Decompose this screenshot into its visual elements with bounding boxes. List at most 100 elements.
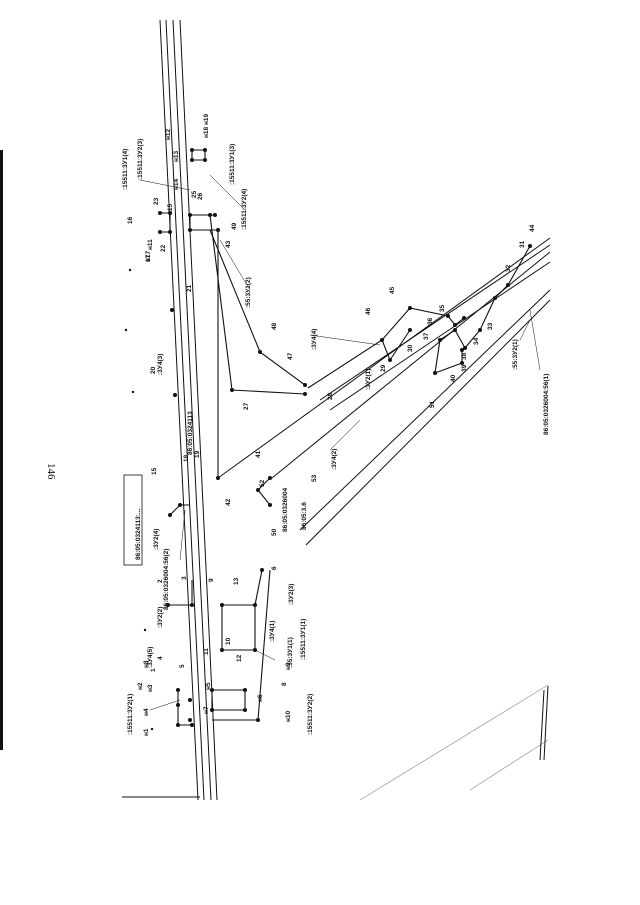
point-label: 4 <box>157 656 164 660</box>
cad-label-10: :55:3У2(1) <box>512 339 519 370</box>
point-label: н2 <box>137 682 144 690</box>
point-label: 51 <box>429 400 436 408</box>
cad-label-22: 86:05:0324113 <box>187 411 194 455</box>
point-label: 3 <box>181 576 188 580</box>
point-labels: н1 н2 н3 н4 н5 н6 н7 н8 н9 н10 н11 н12 н… <box>127 113 536 736</box>
point-label: 9 <box>208 578 215 582</box>
point-label: 37 <box>423 332 430 340</box>
point-label: н15 <box>167 203 174 215</box>
point-label: 20 <box>150 366 157 374</box>
point-label: 38 <box>461 352 468 360</box>
point-label: 44 <box>529 224 536 232</box>
point-label: 40 <box>450 374 457 382</box>
point-label: 29 <box>380 364 387 372</box>
survey-points <box>158 148 532 727</box>
point-label: 43 <box>225 240 232 248</box>
point-label: 5 <box>179 664 186 668</box>
cad-label-15: :3У4(5) <box>147 647 154 668</box>
point-label: 6 <box>271 566 278 570</box>
point-label: 17 <box>145 254 152 262</box>
point-label: н10 <box>285 710 292 722</box>
point-label: 47 <box>287 352 294 360</box>
point-label: н1 <box>143 728 150 736</box>
point-label: 31 <box>519 240 526 248</box>
point-label: н8 <box>143 660 150 668</box>
point-label: н18 <box>203 126 210 138</box>
cad-label-4: :15511:3У1(1) <box>300 619 307 660</box>
point-label: 2 <box>157 579 164 583</box>
cad-label-13: :3У4(3) <box>157 354 164 375</box>
point-label: н13 <box>173 150 180 162</box>
point-label: 45 <box>389 286 396 294</box>
cad-label-17: :3У2(2) <box>157 607 164 628</box>
point-label: 39 <box>461 364 468 372</box>
point-label: 36 <box>427 317 434 325</box>
point-label: н12 <box>165 128 172 140</box>
cad-label-16: :3У2(1) <box>365 369 372 390</box>
cad-label-25: 86:05:3.6 <box>301 502 308 530</box>
point-label: н14 <box>173 178 180 190</box>
leader-lines <box>139 174 541 711</box>
point-label: 10 <box>225 637 232 645</box>
point-label: 30 <box>407 344 414 352</box>
cad-label-9: :55:3У1(2) <box>245 277 252 308</box>
point-label: 50 <box>271 528 278 536</box>
margin-bar <box>0 150 3 750</box>
point-label: н9 <box>285 662 292 670</box>
cad-label-7: :15511:3У2(4) <box>241 189 248 230</box>
point-label: 33 <box>487 322 494 330</box>
building-outline <box>123 474 143 566</box>
point-label: 28 <box>327 392 334 400</box>
cad-label-2: :15511:3У2(2) <box>307 694 314 735</box>
cad-label-1: :15511:3У2(1) <box>127 694 134 735</box>
point-label: 13 <box>233 577 240 585</box>
point-label: н6 <box>257 694 264 702</box>
cad-label-8: :55:3У1(1) <box>287 637 294 668</box>
point-label: 48 <box>271 322 278 330</box>
point-label: 19 <box>194 450 201 458</box>
cad-label-23: 86:05:0326004:56(2) <box>163 549 170 610</box>
cad-label-20: 86:05:0326004 <box>282 488 289 532</box>
point-label: 34 <box>473 337 480 345</box>
point-label: н19 <box>203 113 210 125</box>
cad-label-24: 86:05:0324113:... <box>135 508 142 560</box>
page-number: 146 <box>45 463 57 480</box>
cad-label-18: :3У2(3) <box>288 584 295 605</box>
point-label: 35 <box>439 304 446 312</box>
point-label: 49 <box>231 222 238 230</box>
stray-dots <box>124 268 154 731</box>
boundaries <box>160 149 531 726</box>
point-label: н3 <box>147 684 154 692</box>
point-label: 25 <box>191 190 198 198</box>
cad-label-12: :3У4(2) <box>331 449 338 470</box>
point-label: 46 <box>365 307 372 315</box>
point-label: 27 <box>243 402 250 410</box>
point-label: н7 <box>203 706 210 714</box>
main-road <box>122 19 218 801</box>
cad-label-5: :15511:3У1(3) <box>229 144 236 185</box>
point-label: н11 <box>147 239 154 250</box>
point-label: н4 <box>143 708 150 716</box>
point-label: н5 <box>205 682 212 690</box>
cad-label-3: :15511:3У2(3) <box>137 139 144 180</box>
point-label: 8 <box>281 682 288 686</box>
diagonal-roads <box>217 237 551 546</box>
faint-lines <box>359 684 549 801</box>
point-label: 11 <box>203 648 210 655</box>
point-label: 1 <box>150 668 157 672</box>
point-label: 23 <box>153 197 160 205</box>
cadastral-labels: :15511:3У2(1) :15511:3У2(2) :15511:3У2(3… <box>122 139 550 735</box>
point-label: 12 <box>236 654 243 662</box>
point-label: 22 <box>160 244 167 252</box>
point-label: 32 <box>505 264 512 272</box>
point-label: 53 <box>311 474 318 482</box>
cad-label-6: :15511:3У1(4) <box>122 149 129 190</box>
cad-label-19: :3У2(4) <box>153 529 160 550</box>
cad-label-11: :3У4(1) <box>269 621 276 642</box>
point-label: 18 <box>183 454 190 462</box>
point-label: 21 <box>186 284 193 292</box>
cad-label-21: 86:05:0326004:56(1) <box>543 374 550 435</box>
point-label: 42 <box>225 498 232 506</box>
point-label: н17 <box>145 250 152 262</box>
